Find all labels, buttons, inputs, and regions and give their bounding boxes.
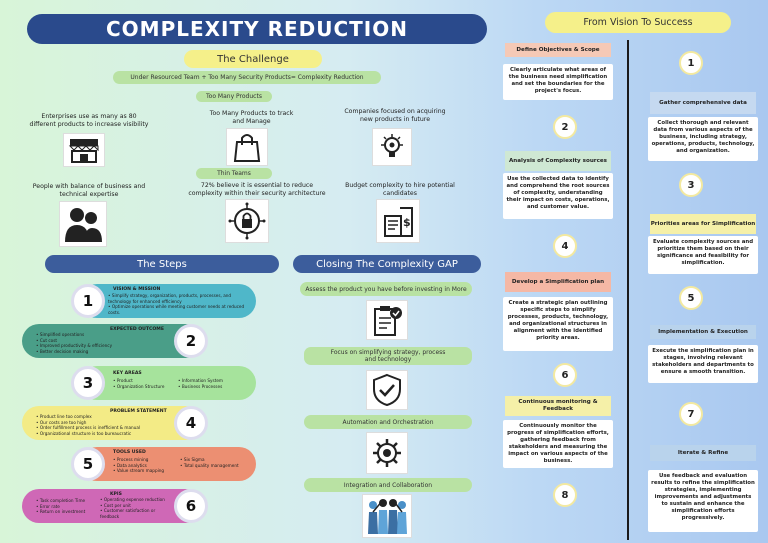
step-number: 5 [71,447,105,481]
svg-text:$: $ [403,216,411,229]
challenge-item-text: Budget complexity to hire potential cand… [345,182,455,197]
checklist-icon [366,300,408,340]
vision-step-number: 8 [553,483,577,507]
vision-step-title: Continuous monitoring & Feedback [505,396,611,416]
step-number: 2 [174,324,208,358]
step-list: Information SystemBusiness Processes [178,378,248,389]
step-list: Task completion TimeError rateReturn on … [36,498,98,515]
step-title: EXPECTED OUTCOME [110,327,164,332]
steps-heading: The Steps [45,255,279,273]
challenge-item-text: Enterprises use as many as 80 different … [29,113,149,128]
vision-step-desc: Use feedback and evaluation results to r… [648,470,758,532]
step-list: Process miningData analyticsValue stream… [113,457,178,474]
store-icon [63,133,105,167]
vision-step-title: Develop a Simplification plan [505,272,611,292]
vision-step-desc: Execute the simplification plan in stage… [648,345,758,383]
vision-step-desc: Use the collected data to identify and c… [503,173,613,219]
vision-step-desc: Create a strategic plan outlining specif… [503,297,613,351]
step-title: PROBLEM STATEMENT [110,409,167,414]
gap-item-text: Automation and Orchestration [304,415,472,429]
gap-heading: Closing The Complexity GAP [293,255,481,273]
vision-step-title: Iterate & Refine [650,445,756,461]
gap-item-text: Focus on simplifying strategy, process a… [304,347,472,365]
step-list: Operating expense reductionCost per unit… [100,497,172,520]
vision-step-title: Define Objectives & Scope [505,43,611,57]
step-number: 3 [71,366,105,400]
step-title: KEY AREAS [113,371,142,376]
vision-step-desc: Collect thorough and relevant data from … [648,117,758,161]
security-lock-icon [225,199,269,243]
automation-gear-icon [366,432,408,474]
step-title: VISION & MISSION [113,287,161,292]
too-many-products-label: Too Many Products [196,91,272,102]
page-title: COMPLEXITY REDUCTION [27,14,487,44]
step-list: Simplify strategy, organization, product… [108,293,253,316]
vision-step-number: 6 [553,363,577,387]
gap-item-text: Integration and Collaboration [304,478,472,492]
step-list: ProductOrganization Structure [113,378,173,389]
challenge-heading: The Challenge [184,50,322,68]
gap-item-text: Assess the product you have before inves… [300,282,472,296]
step-list: Six SigmaTotal quality management [180,457,252,468]
vision-step-title: Analysis of Complexity sources [505,151,611,171]
vision-heading: From Vision To Success [545,12,731,33]
vision-step-number: 7 [679,402,703,426]
challenge-item-text: Too Many Products to track and Manage [209,110,294,125]
challenge-equation: Under Resourced Team + Too Many Security… [113,71,381,84]
people-icon [59,201,107,247]
vision-step-title: Implementation & Execution [650,325,756,339]
vision-step-number: 5 [679,286,703,310]
step-list: Simplified operationsCut cost Improved p… [36,332,166,355]
vision-step-number: 2 [553,115,577,139]
vision-step-desc: Evaluate complexity sources and prioriti… [648,236,758,274]
vision-step-desc: Continuously monitor the progress of sim… [503,420,613,468]
vision-step-number: 4 [553,234,577,258]
timeline-line [627,40,629,540]
step-title: TOOLS USED [113,450,146,455]
gear-bulb-icon [372,128,412,166]
team-icon [362,494,412,538]
vision-step-title: Gather comprehensive data [650,92,756,114]
step-number: 4 [174,406,208,440]
vision-step-title: Priorities areas for Simplification [650,214,756,234]
budget-icon: $ [376,199,420,243]
shopping-bag-icon [226,128,268,166]
step-list: Product line too complexOur costs are to… [36,414,171,437]
vision-step-number: 3 [679,173,703,197]
step-number: 6 [174,489,208,523]
step-title: KPIS [110,492,122,497]
challenge-item-text: Companies focused on acquiring new produ… [344,108,446,123]
step-number: 1 [71,284,105,318]
challenge-item-text: People with balance of business and tech… [32,183,146,198]
shield-check-icon [366,370,408,410]
vision-step-number: 1 [679,51,703,75]
challenge-item-text: 72% believe it is essential to reduce co… [188,182,326,197]
thin-teams-label: Thin Teams [196,168,272,179]
vision-step-desc: Clearly articulate what areas of the bus… [503,64,613,100]
